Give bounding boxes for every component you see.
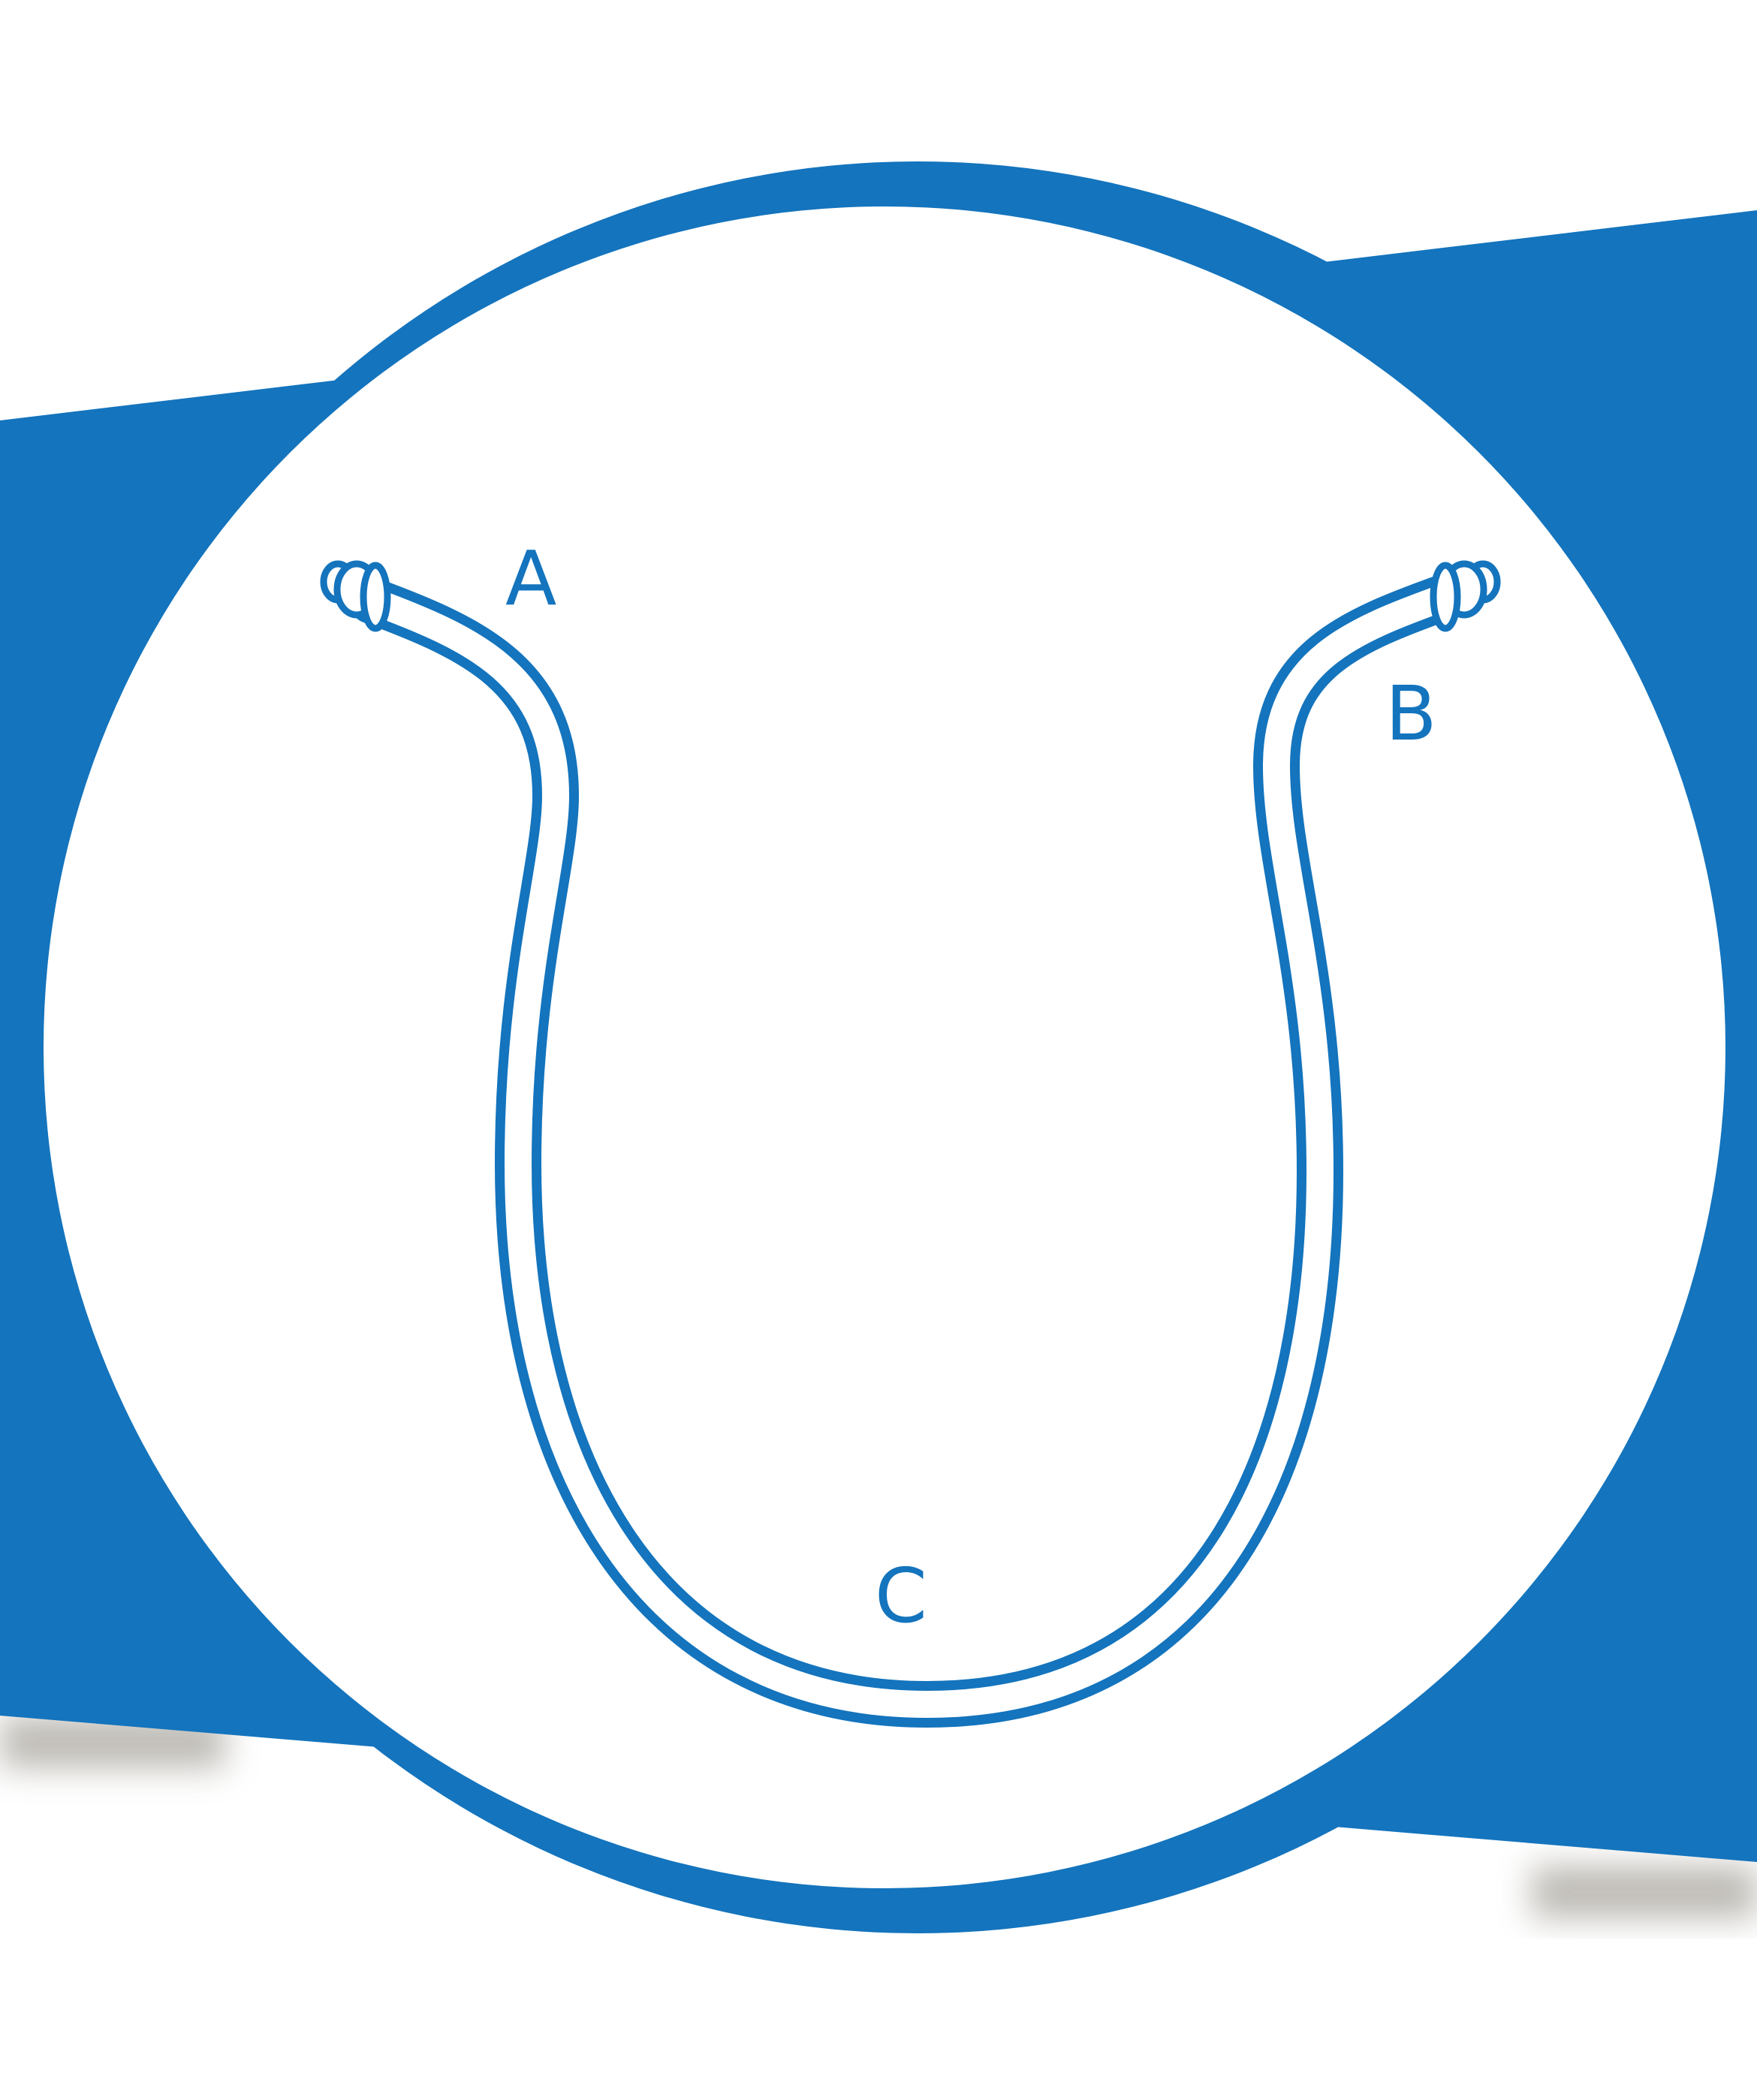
label-c: C (875, 1552, 927, 1640)
label-a: A (505, 535, 556, 622)
label-b: B (1385, 670, 1437, 758)
